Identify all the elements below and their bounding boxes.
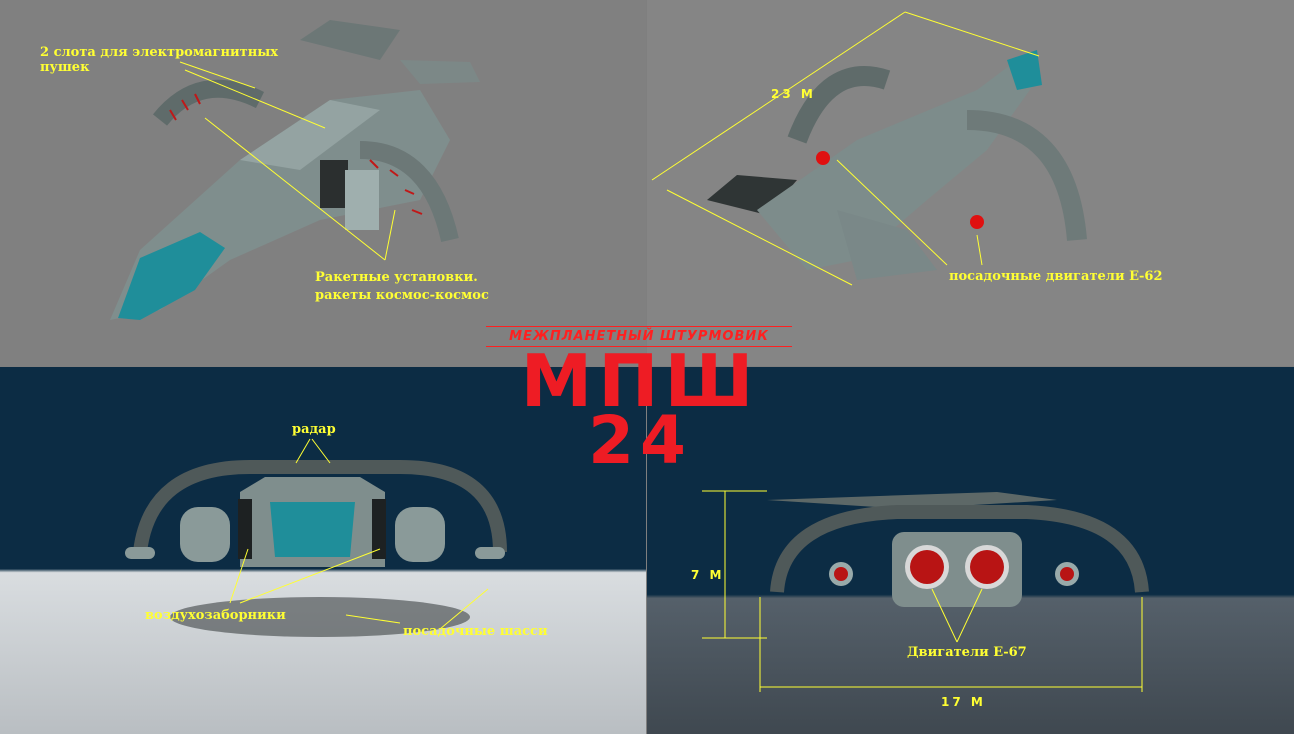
label-engines: Двигатели Е-67 bbox=[907, 645, 1027, 660]
dimension-length: 23 М bbox=[771, 87, 816, 101]
label-radar: радар bbox=[292, 422, 336, 437]
label-landing-engines: посадочные двигатели Е-62 bbox=[949, 269, 1163, 284]
title-line1: МПШ bbox=[520, 339, 760, 423]
ship-isometric-drawing bbox=[110, 20, 480, 320]
ship-rear-drawing bbox=[651, 11, 1087, 286]
ship-front-drawing bbox=[125, 438, 507, 637]
label-intakes: воздухозаборники bbox=[145, 608, 286, 623]
ship-rear-view-drawing bbox=[702, 490, 1149, 692]
view-top-left: 2 слота для электромагнитных пушек Ракет… bbox=[0, 0, 646, 366]
dimension-height: 7 М bbox=[691, 568, 725, 582]
label-gear: посадочные шасси bbox=[403, 624, 548, 639]
label-guns: 2 слота для электромагнитных пушек bbox=[40, 45, 279, 75]
label-rockets-2: ракеты космос-космос bbox=[315, 288, 489, 303]
title-subtitle: МЕЖПЛАНЕТНЫЙ ШТУРМОВИК bbox=[509, 329, 769, 344]
title-line2: 24 bbox=[588, 402, 692, 479]
label-rockets-1: Ракетные установки. bbox=[315, 270, 478, 285]
view-bottom-right: 7 М 17 М Двигатели Е-67 bbox=[647, 367, 1294, 734]
dimension-width: 17 М bbox=[941, 695, 986, 709]
view-bottom-left: радар воздухозаборники посадочные шасси bbox=[0, 367, 646, 734]
title-subtitle-block: МЕЖПЛАНЕТНЫЙ ШТУРМОВИК bbox=[486, 326, 792, 348]
view-top-right: 23 М посадочные двигатели Е-62 bbox=[647, 0, 1294, 366]
